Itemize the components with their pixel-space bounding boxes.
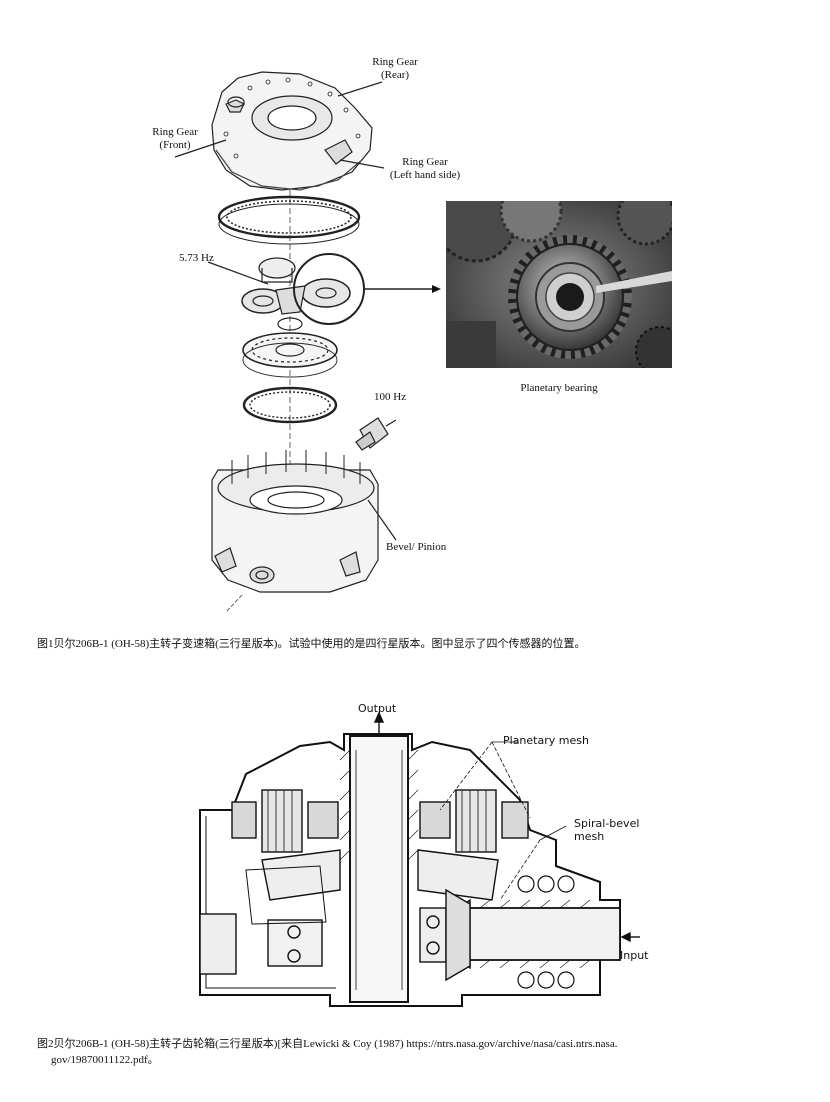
planet-frequency-label: 5.73 Hz <box>179 252 214 264</box>
ring-gear-left-label-line2: (Left hand side) <box>389 169 461 181</box>
pinion-frequency-label: 100 Hz <box>374 391 407 403</box>
ring-gear-left-label-line1: Ring Gear <box>402 156 448 168</box>
ring-gear-rear-label-line1: Ring Gear <box>372 56 418 68</box>
planetary-mesh-label: Planetary mesh <box>503 734 589 747</box>
ring-gear-front-label-line1: Ring Gear <box>152 126 198 138</box>
ring-gear-front-label-line2: (Front) <box>159 139 191 151</box>
planetary-bearing-photo <box>446 201 672 368</box>
gearbox-cross-section-drawing <box>199 711 640 1007</box>
spiral-bevel-label-line2: mesh <box>574 830 605 843</box>
exploded-gearbox-drawing <box>174 71 441 613</box>
input-label: Input <box>620 949 649 962</box>
bevel-pinion-label: Bevel/ Pinion <box>386 541 447 553</box>
figure-2-caption-line1: 图2贝尔206B-1 (OH-58)主转子齿轮箱(三行星版本)[来自Lewick… <box>37 1038 618 1050</box>
figure-2-caption-line2: gov/19870011122.pdf。 <box>51 1054 159 1066</box>
ring-gear-rear-label-line2: (Rear) <box>380 69 410 81</box>
planetary-gear-photo-render <box>446 201 672 368</box>
planetary-bearing-label: Planetary bearing <box>520 382 598 394</box>
output-label: Output <box>358 702 397 715</box>
figure-1-caption: 图1贝尔206B-1 (OH-58)主转子变速箱(三行星版本)。试验中使用的是四… <box>37 638 586 650</box>
spiral-bevel-label-line1: Spiral-bevel <box>574 817 640 830</box>
